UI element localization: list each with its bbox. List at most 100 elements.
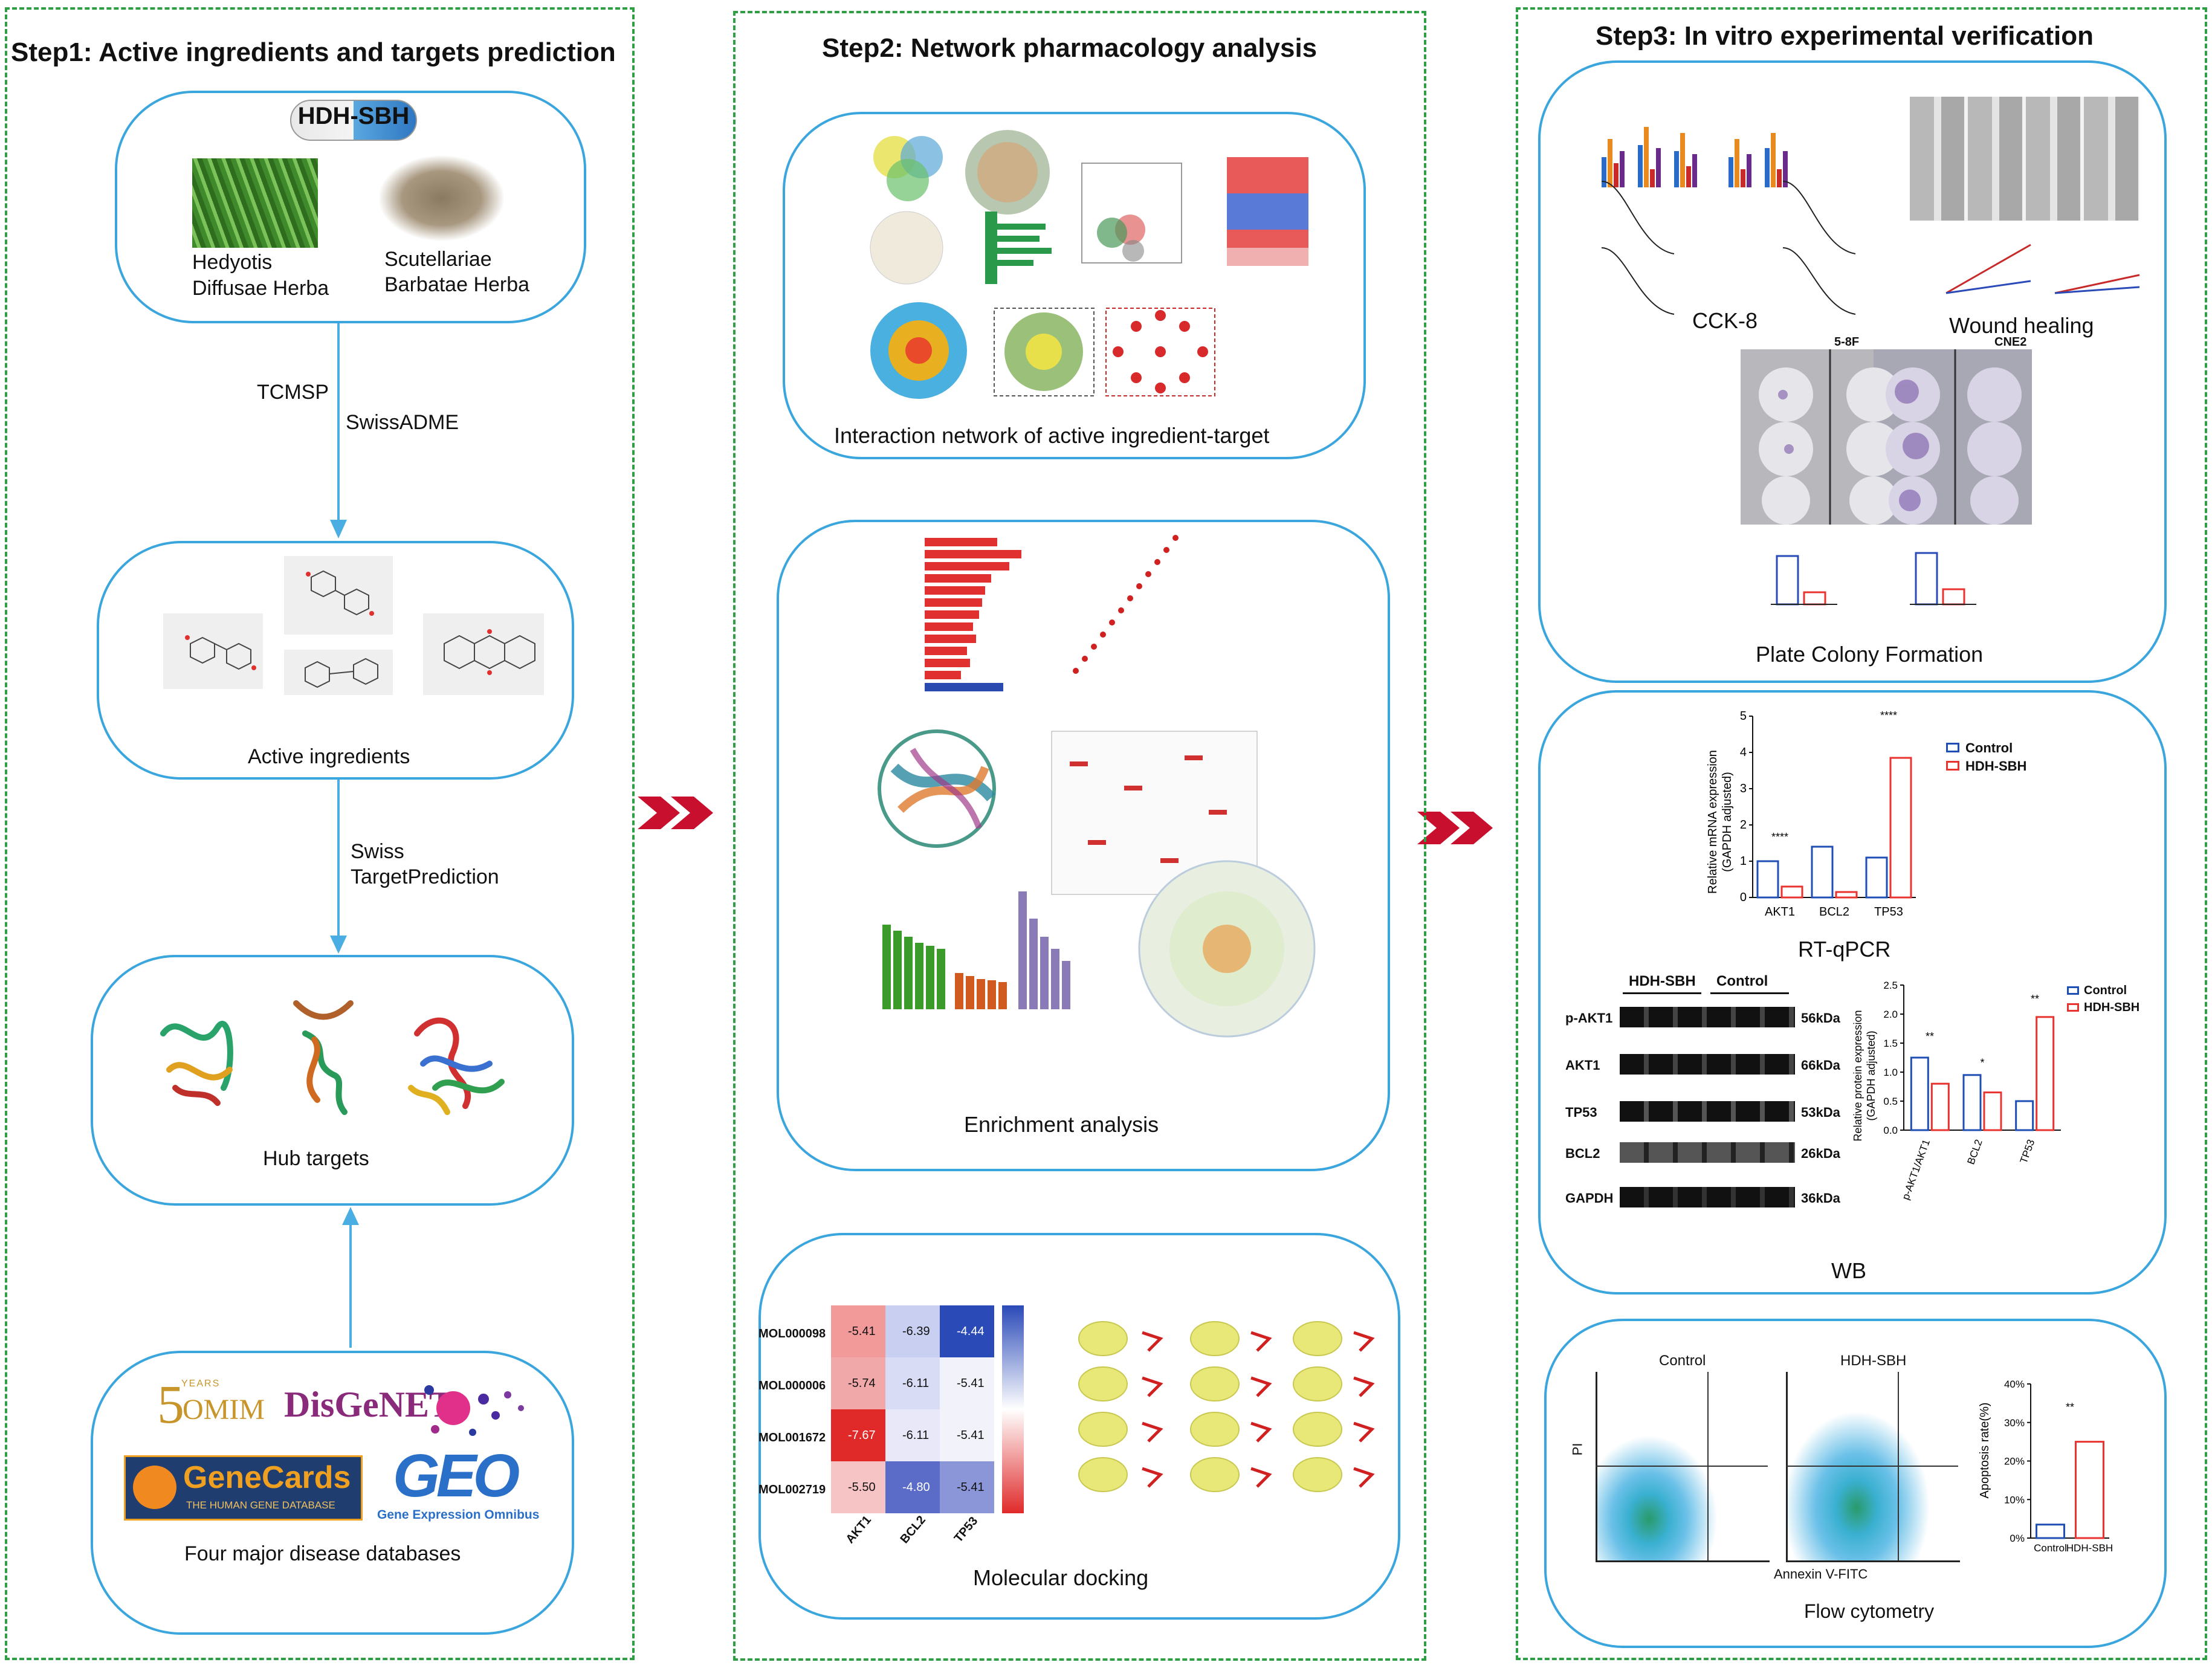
wb-row-size: 26kDa xyxy=(1801,1146,1840,1161)
bar xyxy=(1962,1074,1982,1131)
databases-label: Four major disease databases xyxy=(184,1542,461,1565)
y-tick-label: 1.0 xyxy=(1883,1067,1898,1078)
significance-label: ** xyxy=(2031,993,2039,1005)
y-tick-label: 10% xyxy=(2004,1494,2025,1505)
tool-targetprediction: TargetPrediction xyxy=(351,865,499,888)
wb-band xyxy=(1620,1101,1795,1122)
herb1-line1: Hedyotis xyxy=(192,251,273,274)
hdh-sbh-capsule xyxy=(290,100,417,141)
genecards-logo: GeneCards THE HUMAN GENE DATABASE xyxy=(124,1455,363,1521)
flow-group-label: HDH-SBH xyxy=(1840,1353,1907,1369)
heat-cell: -7.67 xyxy=(831,1409,885,1461)
colony-label: Plate Colony Formation xyxy=(1756,642,1984,667)
y-tick-label: 0 xyxy=(1740,891,1747,904)
bar xyxy=(1910,1056,1929,1131)
bar xyxy=(1835,891,1858,899)
active-ingredients-label: Active ingredients xyxy=(248,745,410,768)
network-thumbnails xyxy=(870,130,1308,399)
protein-structures xyxy=(160,1000,505,1115)
bar xyxy=(2036,1524,2065,1539)
herb2-line2: Barbatae Herba xyxy=(384,273,530,296)
flow-label: Flow cytometry xyxy=(1804,1600,1935,1622)
apoptosis-chart: Apoptosis rate(%) 0%10%20%30%40%ControlH… xyxy=(1978,1379,2113,1554)
wb-row-size: 66kDa xyxy=(1801,1058,1840,1073)
tool-swissadme: SwissADME xyxy=(346,411,459,434)
wb-band xyxy=(1620,1054,1795,1075)
wound-healing-label: Wound healing xyxy=(1949,313,2094,338)
y-tick-label: 2 xyxy=(1740,818,1747,832)
heat-cell: -4.80 xyxy=(885,1461,940,1513)
wound-healing-image xyxy=(1910,97,2139,221)
enrichment-label: Enrichment analysis xyxy=(964,1112,1159,1137)
wb-row-label: GAPDH xyxy=(1565,1191,1614,1206)
step3-column xyxy=(1516,7,2207,1660)
y-tick-label: 20% xyxy=(2004,1456,2025,1467)
wb-band xyxy=(1620,1142,1795,1163)
wb-row-label: AKT1 xyxy=(1565,1058,1600,1073)
y-tick-label: 0% xyxy=(2010,1533,2025,1544)
cck8-label: CCK-8 xyxy=(1692,308,1758,333)
legend-control: Control xyxy=(2084,984,2127,997)
wb-label: WB xyxy=(1831,1258,1866,1283)
legend-control: Control xyxy=(1965,740,2013,755)
x-tick-label: HDH-SBH xyxy=(2066,1542,2113,1554)
y-tick-label: 1.5 xyxy=(1883,1038,1898,1049)
hub-targets-box xyxy=(91,955,574,1206)
heat-cell: -4.44 xyxy=(940,1305,994,1357)
heat-cell: -5.50 xyxy=(831,1461,885,1513)
colony-group-label: 5-8F xyxy=(1834,335,1860,349)
heat-cell: -5.41 xyxy=(940,1357,994,1409)
heat-cell: -6.11 xyxy=(885,1409,940,1461)
chevron-arrow-1 xyxy=(638,797,713,829)
molecule-structures xyxy=(163,556,544,695)
wb-row-label: BCL2 xyxy=(1565,1146,1600,1161)
wb-band xyxy=(1620,1007,1795,1027)
bar xyxy=(1865,856,1888,899)
flow-group-label: Control xyxy=(1659,1353,1706,1369)
tool-swiss: Swiss xyxy=(351,840,404,863)
step2-title: Step2: Network pharmacology analysis xyxy=(822,33,1318,63)
legend-hdh: HDH-SBH xyxy=(2084,1001,2140,1014)
docking-poses xyxy=(1078,1321,1375,1492)
flow-scatter-hdh xyxy=(1786,1372,1960,1562)
rtqpcr-chart: Relative mRNA expression (GAPDH adjusted… xyxy=(1706,707,1944,919)
wound-healing-plots xyxy=(1945,244,2140,294)
x-tick-label: BCL2 xyxy=(1965,1138,1984,1166)
y-tick-label: 2.0 xyxy=(1883,1009,1898,1020)
bar xyxy=(1930,1082,1950,1131)
geo-logo: GEO Gene Expression Omnibus xyxy=(377,1442,540,1522)
tool-tcmsp: TCMSP xyxy=(257,381,329,404)
docking-label: Molecular docking xyxy=(973,1565,1149,1590)
legend-control-swatch xyxy=(1943,707,1944,708)
y-tick-label: 2.5 xyxy=(1883,980,1898,991)
flow-arrow-2 xyxy=(330,780,347,954)
bar xyxy=(1756,860,1779,899)
docking-row-label: MOL000098 xyxy=(758,1327,826,1340)
legend-control-swatch xyxy=(2067,986,2079,995)
hub-targets-label: Hub targets xyxy=(263,1147,369,1170)
y-tick-label: 5 xyxy=(1740,710,1747,723)
hedyotis-image xyxy=(192,158,318,248)
colony-group-label: CNE2 xyxy=(1994,335,2027,349)
x-tick-label: Control xyxy=(2034,1542,2067,1554)
wb-row-label: TP53 xyxy=(1565,1105,1597,1120)
colony-bars xyxy=(1771,552,1976,606)
omim-logo: 5 YEARS OMIM xyxy=(157,1375,265,1435)
x-tick-label: AKT1 xyxy=(1765,905,1795,919)
flow-arrow-3 xyxy=(342,1207,359,1348)
wb-band xyxy=(1620,1187,1795,1207)
rtqpcr-label: RT-qPCR xyxy=(1798,937,1891,962)
colony-wells xyxy=(1759,349,2022,525)
flow-arrow-1 xyxy=(330,323,347,538)
herb1-line2: Diffusae Herba xyxy=(192,277,329,300)
x-tick-label: BCL2 xyxy=(1819,905,1849,919)
docking-row-label: MOL002719 xyxy=(758,1483,826,1496)
network-label: Interaction network of active ingredient… xyxy=(834,423,1270,448)
wb-ylabel-sub: (GAPDH adjusted) xyxy=(1865,1030,1877,1120)
wb-group-label: HDH-SBH xyxy=(1629,973,1696,989)
bar xyxy=(1780,885,1803,899)
flow-scatter-control xyxy=(1596,1372,1770,1562)
flow-quadrant-line xyxy=(1596,1466,1768,1467)
wb-row-size: 53kDa xyxy=(1801,1105,1840,1120)
heatmap-colorbar xyxy=(1002,1305,1024,1513)
